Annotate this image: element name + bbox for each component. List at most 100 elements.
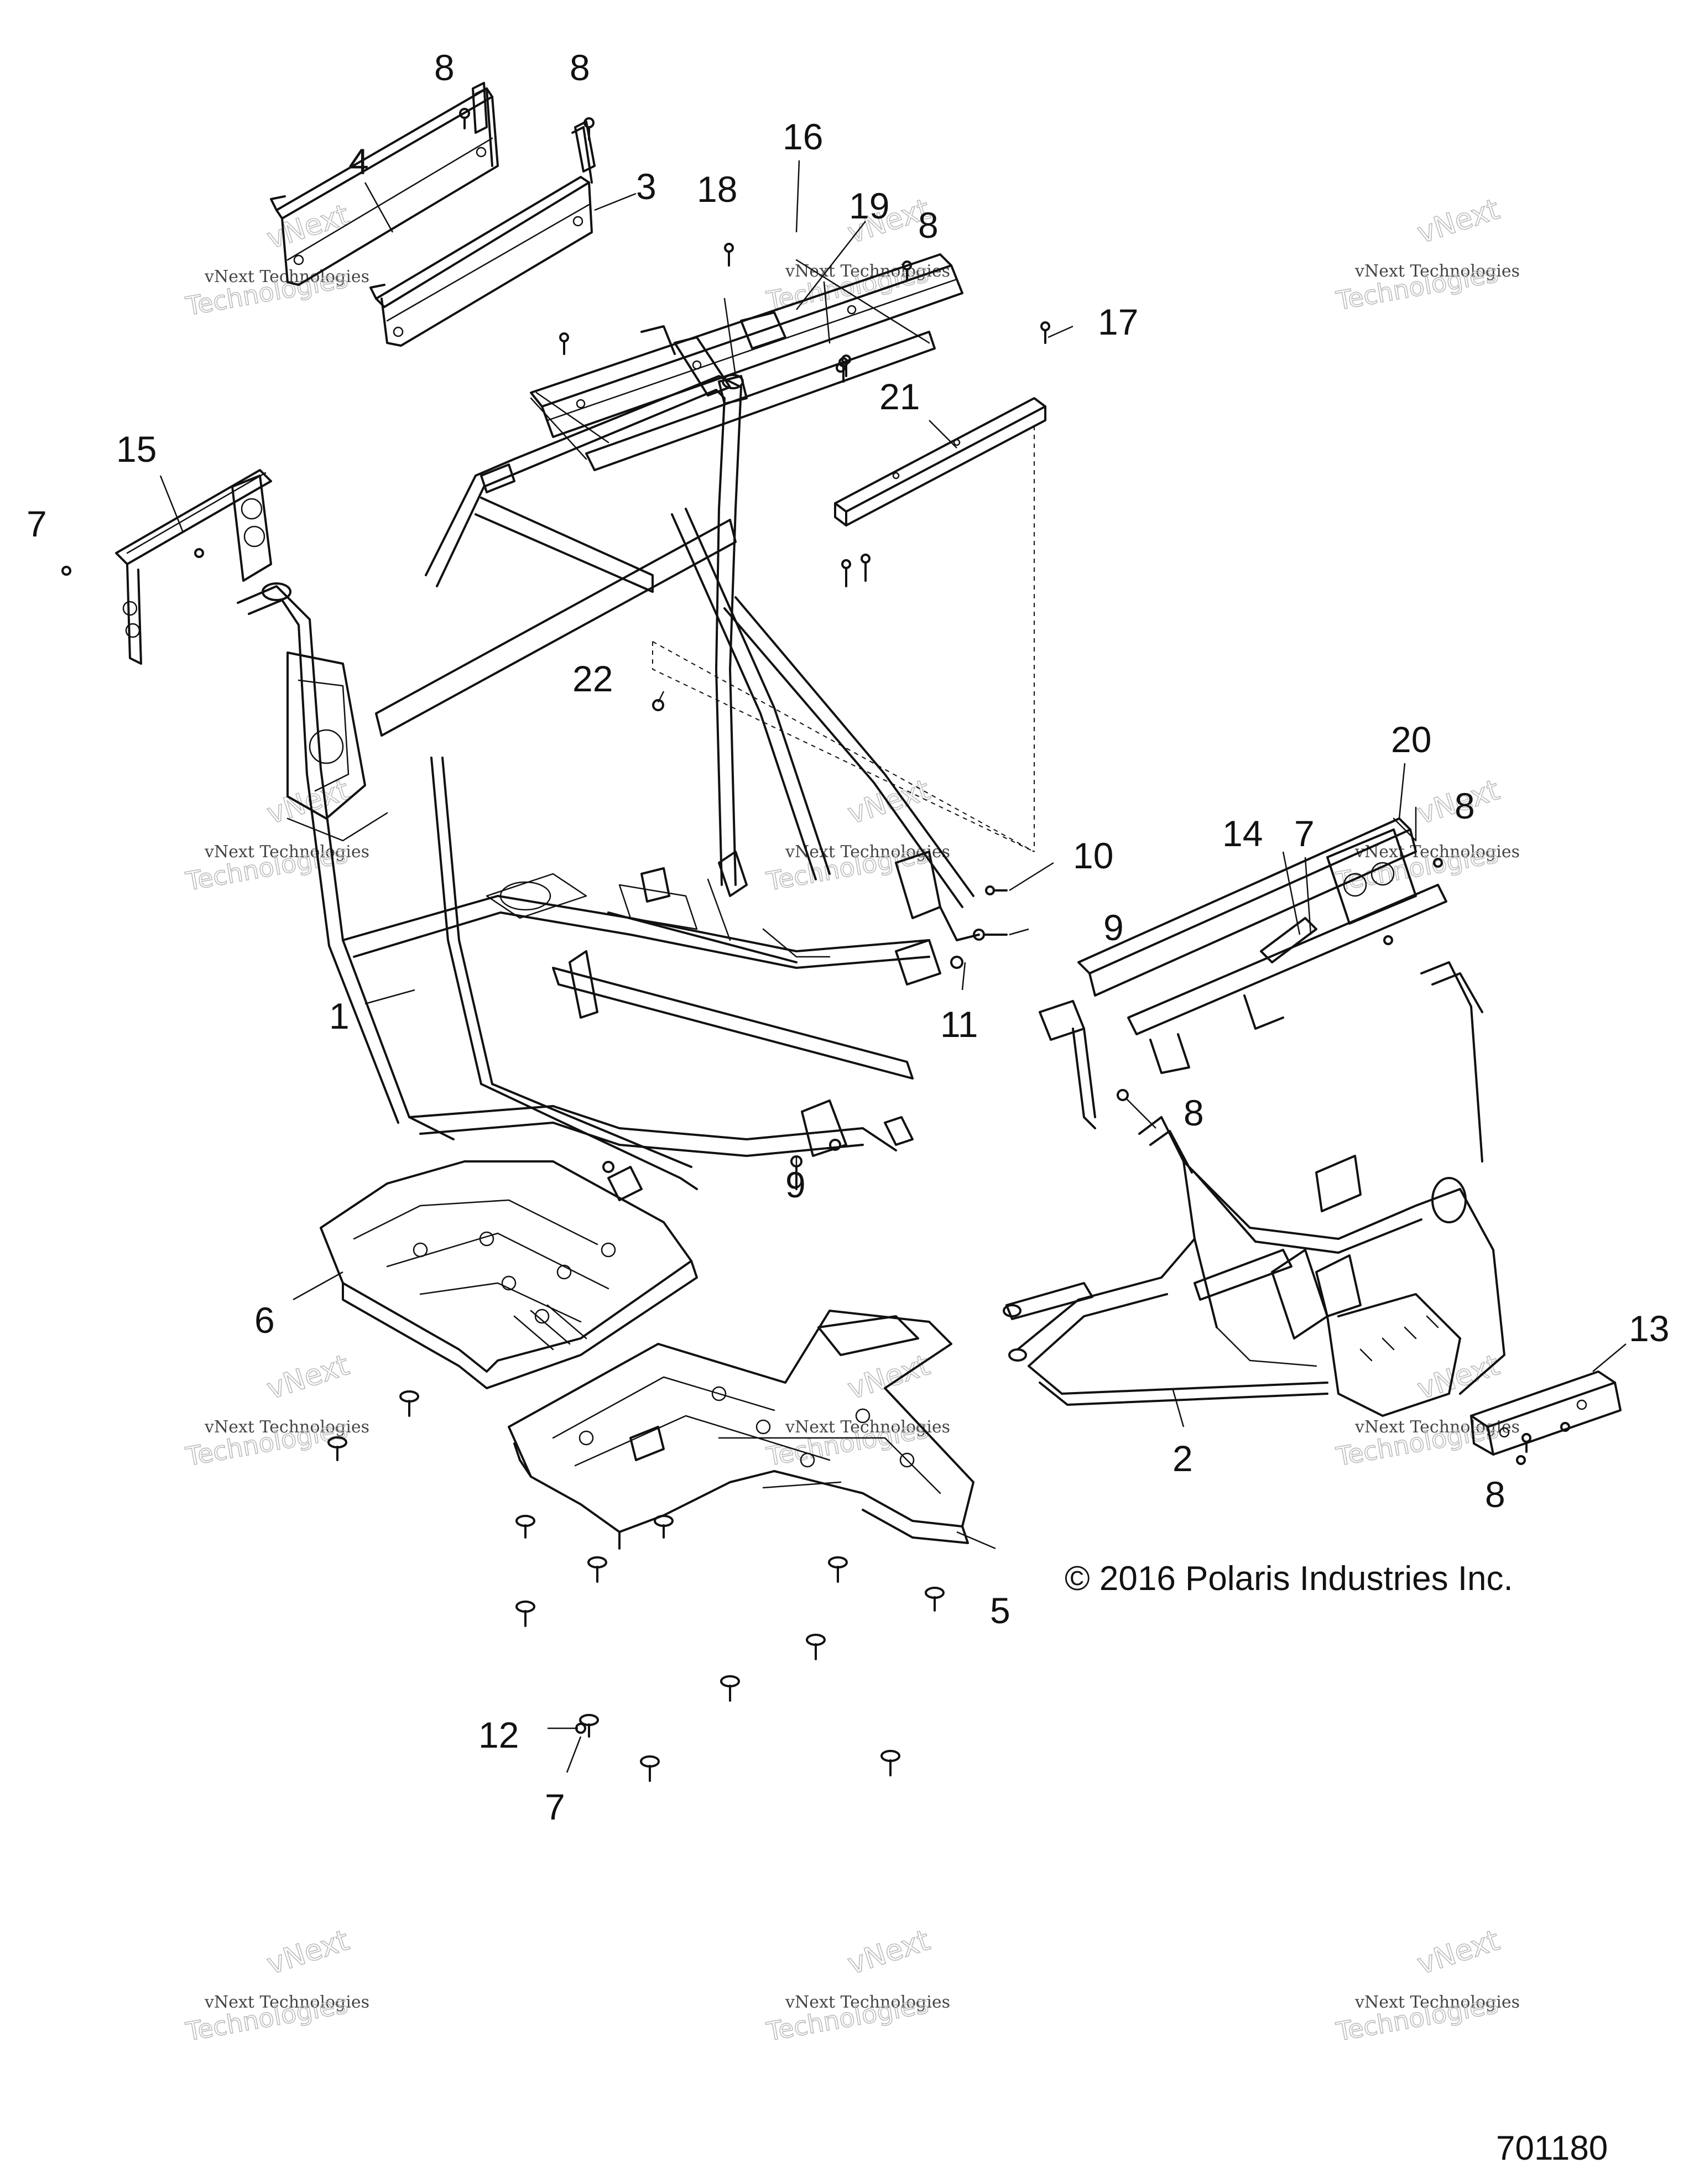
bolt [583,117,595,140]
callout-8-f: 8 [1485,1474,1505,1515]
push-nut [720,1675,740,1702]
seat-bracket-part-3 [369,121,596,347]
push-nut [654,1515,674,1539]
watermark-line1: vNext [263,1348,353,1406]
watermark-line2: vNext Technologies [204,1417,369,1437]
watermark-line2: vNext Technologies [204,842,369,862]
callout-11: 11 [940,1004,978,1045]
bolt [724,243,734,267]
push-nut [828,1556,848,1583]
callout-7-c: 7 [545,1786,565,1827]
front-skid-plate-part-6 [320,1160,698,1389]
callout-8-d: 8 [1455,785,1475,826]
callout-8-e: 8 [1184,1092,1204,1133]
figure-number: 701180 [1496,2129,1608,2167]
bolt [1516,1455,1526,1465]
callout-labels: 8 8 16 4 3 18 19 8 17 21 15 7 22 20 14 7… [27,47,1669,1827]
push-nut [579,1714,599,1738]
watermark-line2: vNext Technologies [785,1993,950,2012]
bolt [841,559,851,587]
callout-14: 14 [1222,813,1263,854]
watermark-line2: vNext Technologies [1354,1993,1520,2012]
watermark-10: vNext vNext Technologies Technologies [183,1924,369,2047]
callout-15: 15 [116,429,157,470]
bolt [1383,935,1393,945]
callout-2: 2 [1172,1438,1193,1479]
copyright-text: © 2016 Polaris Industries Inc. [1065,1560,1513,1598]
callout-9-a: 9 [1103,907,1124,948]
leader-lines [159,160,1627,1773]
watermark-line2: vNext Technologies [1354,262,1520,281]
callout-8-b: 8 [570,47,590,88]
watermark-line1: vNext [1413,1924,1503,1981]
watermark-8: vNext vNext Technologies Technologies [764,1348,950,1472]
rail-part-21 [834,397,1046,527]
watermark-4: vNext vNext Technologies Technologies [183,773,369,897]
callout-7-a: 7 [27,503,47,544]
push-nut [587,1556,607,1583]
bracket-part-15 [115,469,272,665]
callout-8-a: 8 [434,47,455,88]
bolt [861,554,871,582]
callout-13: 13 [1629,1308,1669,1349]
bolt [194,548,204,558]
push-nut [806,1634,826,1660]
push-nut [880,1750,900,1776]
bolt [459,108,470,129]
push-nut [399,1390,419,1417]
callout-6: 6 [254,1300,275,1341]
bolt [829,1139,841,1151]
callout-12: 12 [478,1714,519,1755]
watermark-11: vNext vNext Technologies Technologies [764,1924,950,2047]
watermark-7: vNext vNext Technologies Technologies [183,1348,369,1472]
seat-bracket-part-4 [270,82,499,286]
callout-21: 21 [879,376,920,417]
callout-4: 4 [348,141,369,182]
watermark-line1: vNext [843,1924,934,1981]
callout-1: 1 [329,995,350,1036]
rear-skid-plate-part-5 [508,1310,974,1550]
callout-9-b: 9 [785,1164,806,1205]
push-nut [640,1755,660,1782]
bolt [985,885,1008,895]
watermark-line2: vNext Technologies [785,262,950,281]
bolt [602,1161,614,1173]
bolt [559,332,569,355]
callout-19: 19 [849,185,889,226]
bolt [836,363,846,373]
watermark-line1: vNext [1413,1348,1503,1406]
bolt [652,699,664,711]
callout-18: 18 [697,169,737,210]
bolt [1560,1422,1570,1432]
rear-frame-part-2 [1003,961,1505,1417]
hardware-group [61,108,1570,1782]
callout-5: 5 [990,1590,1010,1631]
callout-3: 3 [636,166,656,207]
bumper-bracket-part-13 [1470,1370,1622,1456]
watermark-line1: vNext [1413,192,1503,250]
watermark-group: vNext vNext Technologies Technologies vN… [183,192,1520,2047]
main-frame-part-1 [237,374,980,1201]
callout-7-b: 7 [1294,813,1315,854]
rear-bracket-part-20 [1039,806,1447,1129]
callout-16: 16 [783,116,823,157]
watermark-line1: vNext [263,1924,353,1981]
watermark-line1: vNext [843,1348,934,1406]
callout-17: 17 [1098,301,1138,342]
watermark-5: vNext vNext Technologies Technologies [764,773,950,897]
callout-22: 22 [572,658,613,699]
watermark-line2: vNext Technologies [204,1993,369,2012]
bolt [1117,1089,1129,1101]
bolt [902,260,912,280]
push-nut [925,1587,945,1612]
bolt [1040,321,1050,344]
callout-10: 10 [1073,835,1113,876]
bolt [1433,858,1443,868]
push-nut [327,1436,347,1461]
watermark-3: vNext vNext Technologies Technologies [1333,192,1520,316]
push-nut [515,1601,535,1627]
bolt [950,956,963,969]
bolt [1521,1433,1531,1453]
alignment-lines [652,426,1035,852]
